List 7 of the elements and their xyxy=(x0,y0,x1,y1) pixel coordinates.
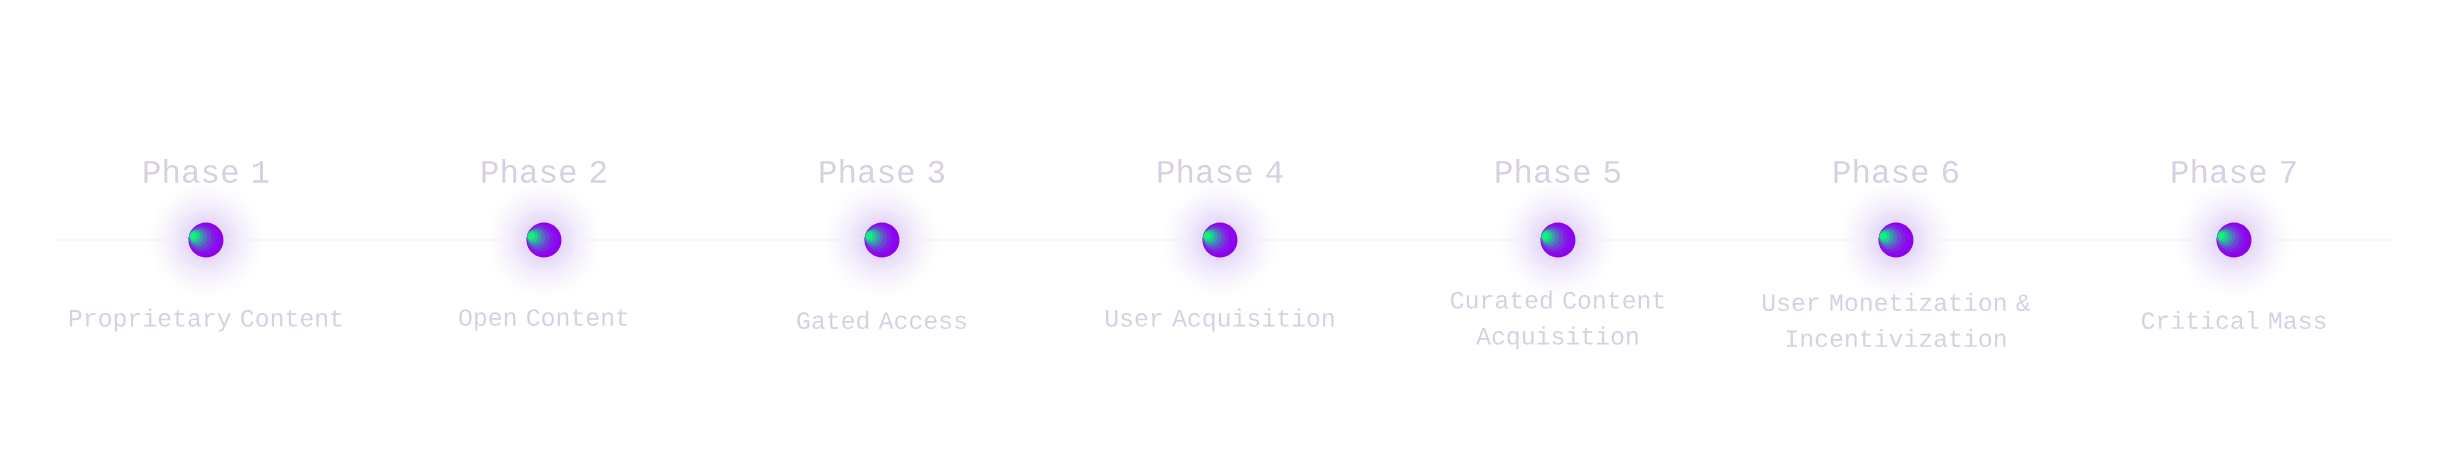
timeline-dot xyxy=(1878,222,1914,258)
timeline-dot xyxy=(2216,222,2252,258)
timeline-dot xyxy=(1202,222,1238,258)
timeline-dot xyxy=(526,222,562,258)
timeline-dot xyxy=(188,222,224,258)
timeline-dot xyxy=(864,222,900,258)
timeline-dot xyxy=(1540,222,1576,258)
